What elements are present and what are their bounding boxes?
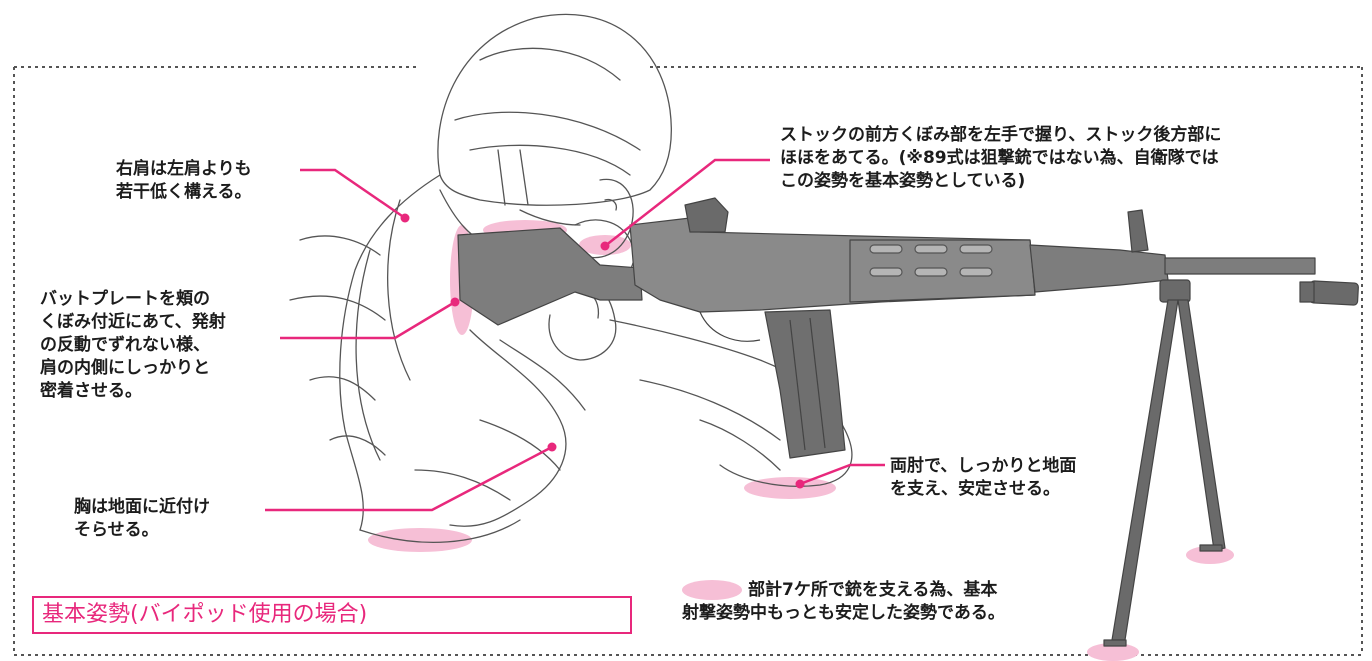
stock-grip-line-2: ほほをあてる。(※89式は狙撃銃ではない為、自衛隊では bbox=[780, 148, 1219, 168]
buttplate-annotation: バットプレートを頬の くぼみ付近にあて、発射 の反動でずれない様、 肩の内側にし… bbox=[40, 288, 226, 403]
rifle-muzzle bbox=[1309, 280, 1359, 306]
rifle-stock bbox=[457, 227, 643, 326]
legend-swatch bbox=[682, 580, 742, 600]
buttplate-line-2: くぼみ付近にあて、発射 bbox=[40, 312, 226, 332]
stock-grip-line-1: ストックの前方くぼみ部を左手で握り、ストック後方部に bbox=[780, 125, 1222, 145]
buttplate-line-4: 肩の内側にしっかりと bbox=[40, 358, 210, 378]
diagram-title: 基本姿勢(バイポッド使用の場合) bbox=[32, 596, 632, 634]
callout-dots bbox=[400, 213, 805, 489]
rifle-rear-sight bbox=[684, 197, 729, 233]
legend-line-2: 射撃姿勢中もっとも安定した姿勢である。 bbox=[682, 603, 1005, 623]
chest-line-2: そらせる。 bbox=[74, 520, 159, 540]
dotted-frame bbox=[13, 66, 1363, 656]
right-arm bbox=[449, 329, 567, 527]
contact-bipod-left bbox=[1087, 643, 1139, 661]
contact-chest bbox=[368, 528, 472, 552]
stock-grip-annotation: ストックの前方くぼみ部を左手で握り、ストック後方部に ほほをあてる。(※89式は… bbox=[780, 124, 1221, 193]
callout-lines bbox=[265, 158, 885, 512]
stock-grip-line-3: この姿勢を基本姿勢としている) bbox=[780, 171, 1026, 191]
chest-annotation: 胸は地面に近付け そらせる。 bbox=[74, 496, 210, 542]
helmet bbox=[437, 13, 672, 206]
buttplate-line-3: の反動でずれない様、 bbox=[40, 335, 210, 355]
shoulder-line-2: 若干低く構える。 bbox=[116, 182, 252, 202]
bipod bbox=[1103, 279, 1226, 647]
elbows-annotation: 両肘で、しっかりと地面 を支え、安定させる。 bbox=[890, 455, 1076, 501]
legend-line-1: 部計7ケ所で銃を支える為、基本 bbox=[748, 580, 998, 600]
rifle-front-sight bbox=[1127, 209, 1149, 253]
shoulder-annotation: 右肩は左肩よりも 若干低く構える。 bbox=[116, 158, 252, 204]
buttplate-line-1: バットプレートを頬の bbox=[40, 289, 210, 309]
chest-line-1: 胸は地面に近付け bbox=[74, 497, 210, 517]
rifle-barrel bbox=[1164, 257, 1316, 275]
contact-elbow bbox=[744, 477, 836, 499]
shoulder-line-1: 右肩は左肩よりも bbox=[116, 159, 252, 179]
legend-annotation: 部計7ケ所で銃を支える為、基本 射撃姿勢中もっとも安定した姿勢である。 bbox=[682, 579, 1005, 625]
elbows-line-2: を支え、安定させる。 bbox=[890, 479, 1060, 499]
buttplate-line-5: 密着させる。 bbox=[40, 381, 142, 401]
torso bbox=[339, 174, 441, 531]
elbows-line-1: 両肘で、しっかりと地面 bbox=[890, 456, 1077, 476]
rifle bbox=[457, 197, 1359, 647]
rifle-magazine bbox=[764, 309, 846, 459]
